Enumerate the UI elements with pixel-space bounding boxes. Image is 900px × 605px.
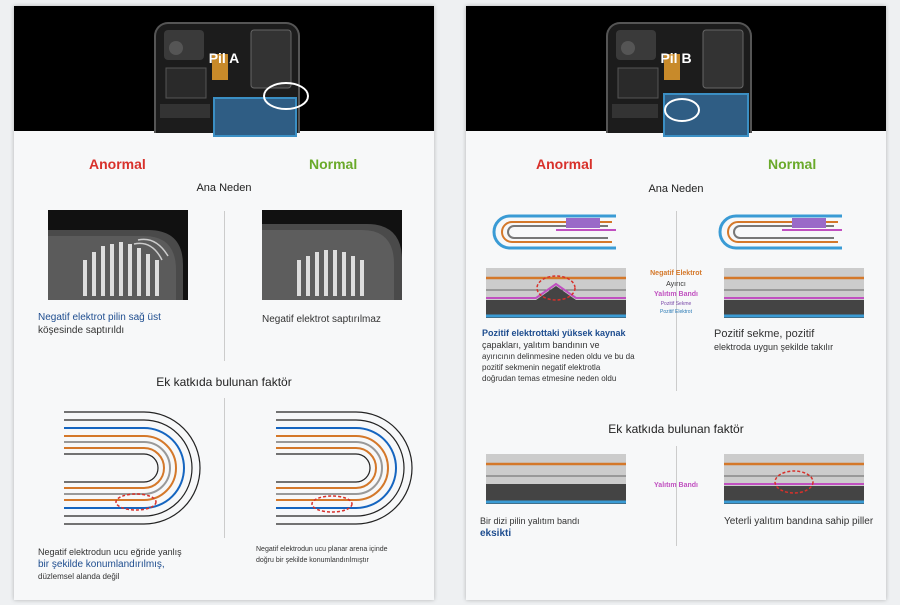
label-factor-insulation-tape-b: Yalıtım Bandı — [654, 482, 698, 489]
factor-left-line1-b: Bir dizi pilin yalıtım bandı — [480, 516, 580, 526]
panel-battery-a: Pil A Anormal Normal Ana Neden Negatif e… — [14, 6, 434, 600]
tab-fold-normal-b — [718, 214, 842, 250]
phone-header-a: Pil A — [14, 6, 434, 137]
tab-fold-abnormal-b — [492, 214, 616, 250]
heading-factor-b: Ek katkıda bulunan faktör — [608, 422, 744, 436]
label-insulation-tape-b: Yalıtım Bandı — [654, 291, 698, 298]
highlight-ellipse-a — [263, 82, 309, 110]
factor-left-line1-a: Negatif elektrodun ucu eğride yanlış — [38, 547, 182, 557]
divider-cause-b — [676, 211, 677, 391]
divider-factor-a — [224, 398, 225, 538]
label-separator-b: Ayırıcı — [666, 281, 686, 288]
winding-normal-a — [276, 411, 413, 525]
label-positive-tab-b: Pozitif Sekme — [660, 301, 692, 307]
cause-left-line2-b: çapakları, yalıtım bandının ve — [482, 340, 600, 350]
divider-factor-b — [676, 446, 677, 546]
layer-stack-normal-b — [724, 268, 864, 318]
cause-right-a: Negatif elektrot saptırılmaz — [262, 314, 381, 325]
label-abnormal-b: Anormal — [536, 156, 593, 172]
battery-title-a: Pil A — [208, 50, 240, 66]
label-negative-electrode-b: Negatif Elektrot — [650, 270, 702, 277]
divider-cause-a — [224, 211, 225, 361]
phone-teardown-image-b — [606, 22, 752, 137]
xray-normal-a — [262, 210, 402, 300]
tape-sufficient-diagram-b — [724, 454, 864, 504]
heading-factor-a: Ek katkıda bulunan faktör — [156, 375, 292, 389]
cause-left-line3-b: ayırıcının delinmesine neden oldu ve bu … — [482, 352, 635, 361]
label-normal-a: Normal — [309, 156, 358, 172]
factor-left-line3-a: düzlemsel alanda değil — [38, 572, 120, 581]
battery-title-b: Pil B — [660, 50, 692, 66]
xray-abnormal-a — [48, 210, 188, 300]
phone-header-b: Pil B — [466, 6, 886, 137]
heading-cause-b: Ana Neden — [648, 183, 704, 195]
label-normal-b: Normal — [768, 156, 817, 172]
cause-right-line2-b: elektroda uygun şekilde takılır — [714, 342, 834, 352]
factor-left-line2-a: bir şekilde konumlandırılmış, — [38, 559, 165, 570]
cause-left-line4-b: pozitif sekmenin negatif elektrotla — [482, 363, 601, 372]
phone-teardown-image-a — [154, 22, 300, 137]
panel-battery-b: Pil B Anormal Normal Ana Neden Negat — [466, 6, 886, 600]
phone-internals-b — [612, 29, 749, 137]
heading-cause-a: Ana Neden — [196, 182, 252, 194]
cause-left-line5-b: doğrudan temas etmesine neden oldu — [482, 374, 617, 383]
factor-right-line1-a: Negatif elektrodun ucu planar arena için… — [256, 546, 388, 553]
cause-left-line2-a: köşesinde saptırıldı — [38, 325, 125, 336]
label-abnormal-a: Anormal — [89, 156, 146, 172]
cause-right-line1-b: Pozitif sekme, pozitif — [714, 328, 815, 340]
factor-left-line2-b: eksikti — [480, 528, 512, 539]
layer-stack-abnormal-b — [486, 268, 626, 318]
highlight-ellipse-b — [664, 98, 700, 122]
tape-missing-diagram-b — [486, 454, 626, 504]
phone-internals-a — [160, 29, 297, 137]
cause-left-line1-a: Negatif elektrot pilin sağ üst — [38, 312, 161, 323]
label-positive-electrode-b: Pozitif Elektrot — [660, 309, 692, 315]
factor-right-b: Yeterli yalıtım bandına sahip piller — [724, 516, 874, 527]
winding-abnormal-a — [64, 411, 201, 525]
cause-left-line1-b: Pozitif elektrottaki yüksek kaynak — [482, 328, 626, 338]
factor-right-line2-a: doğru bir şekilde konumlandırılmıştır — [256, 557, 369, 564]
